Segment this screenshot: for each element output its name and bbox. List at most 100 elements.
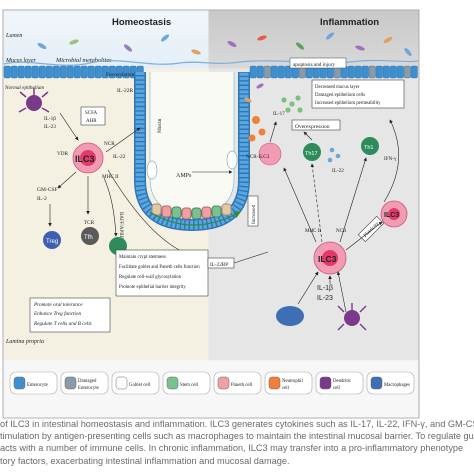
apoptosis-label: apoptosis and injury	[293, 62, 335, 68]
enterocyte	[45, 65, 53, 79]
neutrophils-right	[248, 116, 266, 142]
enterocyte	[122, 65, 130, 79]
goblet-cell-icon	[115, 376, 128, 390]
tcr-label: TCR	[84, 220, 95, 226]
legend-label: Enterocyte	[27, 383, 48, 388]
il22bp-label: IL-22BP	[210, 262, 228, 268]
legend-label: Dendritic	[333, 379, 351, 384]
center-fn-1: Maintain crypt stemness	[119, 255, 166, 260]
ilc3-inflam-nucleus	[322, 250, 338, 266]
legend-label: Stem cell	[180, 383, 199, 388]
left-fn-1: Promote oral tolerance	[33, 302, 83, 308]
inflammation-arrows	[269, 119, 399, 313]
scfa-box	[80, 106, 106, 126]
th1-cell	[361, 137, 379, 155]
il22r-label: IL-22R	[117, 88, 134, 94]
enterocyte	[31, 65, 39, 79]
increased-label: Increased	[252, 204, 257, 224]
center-function-box	[115, 249, 209, 297]
center-fn-3: Regulate cell-wall glycosylation	[119, 275, 182, 280]
increased-box	[247, 195, 259, 227]
dendritic-right	[344, 310, 360, 326]
amps-label: AMPs	[176, 173, 192, 179]
enterocyte	[249, 65, 257, 79]
il23-label: IL-23	[44, 124, 56, 130]
enterocyte	[10, 65, 18, 79]
il22-label: IL-22	[113, 154, 126, 160]
enterocyte	[347, 65, 355, 79]
figure-caption: of ILC3 in intestinal homeostasis and in…	[0, 418, 474, 467]
ahr-label: AHR	[86, 119, 97, 124]
il17-molecules	[281, 95, 303, 113]
caption-line-3: acts with a number of immune cells. In c…	[0, 443, 464, 454]
mucus-line	[3, 59, 419, 66]
stem-cell-icon	[166, 376, 179, 390]
homeostasis-title: Homeostasis	[112, 17, 171, 28]
il17-label: IL-17	[273, 111, 285, 117]
mucin-label: Mucin	[157, 118, 163, 133]
ilc3-main-label: ILC3	[75, 154, 95, 164]
damaged-enterocyte	[368, 65, 376, 79]
damage-2: Damaged epithelium cells	[315, 93, 365, 98]
overexpression-box	[291, 119, 341, 131]
legend-label-cont: cell	[282, 386, 290, 391]
enterocyte	[396, 65, 404, 79]
enterocyte	[115, 65, 123, 79]
ncr-right-label: NCR	[336, 229, 347, 234]
baff-arrow	[103, 177, 118, 237]
neutrophil-icon	[268, 376, 281, 390]
treg-cell	[43, 231, 61, 249]
enterocyte-icon	[13, 376, 26, 390]
enterocyte	[59, 65, 67, 79]
mhc2-right-label: MHC II	[305, 229, 321, 234]
enterocyte	[375, 65, 383, 79]
th17-cell	[303, 143, 321, 161]
ilc3-main-nucleus	[80, 150, 96, 166]
mucus-layer-label: Mucus layer	[5, 58, 36, 64]
damaged-enterocyte	[263, 65, 271, 79]
apoptosis-box	[289, 57, 347, 69]
legend-label: Damaged	[78, 379, 97, 384]
vdr-label: VDR	[57, 151, 68, 157]
damage-1: Decreased mucus layer	[315, 85, 360, 90]
baff-label: BAFF/APRIL	[118, 212, 123, 240]
enterocyte	[3, 65, 11, 79]
il1b-il23-group: IL-1β IL-23	[44, 112, 79, 141]
caption-line-1: of ILC3 in intestinal homeostasis and in…	[0, 419, 474, 429]
dendritic-cell-left	[26, 95, 42, 111]
ncr-label: NCR	[104, 141, 115, 147]
enterocyte	[66, 65, 74, 79]
lumen-homeostasis	[3, 10, 209, 69]
ifng-label: IFN-γ	[384, 156, 397, 162]
enterocyte	[24, 65, 32, 79]
inflammation-title: Inflammation	[320, 17, 379, 28]
caption-line-4: tory factors, exacerbating intestinal in…	[0, 455, 290, 466]
crypt-green-arrow	[149, 211, 242, 226]
gmcsf-arrow	[57, 171, 77, 189]
caption-line-2: timulation by antigen-presenting cells s…	[0, 431, 474, 442]
legend-label: Goblet cell	[129, 383, 151, 388]
lumen-label: Lumen	[5, 33, 22, 39]
il22-right-label: IL-22	[332, 168, 344, 174]
il22-arrow	[105, 127, 141, 153]
legend-label: Neutrophil	[282, 379, 303, 384]
enterocyte	[382, 65, 390, 79]
enterocyte	[389, 65, 397, 79]
il2-label: IL-2	[37, 196, 47, 202]
ncr-ilc3-label: NCR-ILC3	[246, 154, 270, 160]
center-fn-2: Facilitate goblet and Paneth cells funct…	[119, 265, 200, 270]
enterocyte	[277, 65, 285, 79]
damaged-enterocyte-icon	[64, 376, 77, 390]
tfh-label: Tfh	[84, 235, 93, 241]
dendritic-spikes	[18, 88, 50, 113]
ncr-ilc3-cell	[258, 142, 282, 166]
enterocyte	[270, 65, 278, 79]
paneth-cell-icon	[217, 376, 230, 390]
fucosylation-label: Fucosylation	[106, 72, 135, 78]
il22bp-arrow	[233, 251, 269, 264]
enterocyte	[38, 65, 46, 79]
dendritic-right-spikes	[337, 303, 367, 331]
ilc3-right-nucleus	[388, 208, 400, 220]
il1b-right-label: IL-1β	[317, 285, 333, 292]
